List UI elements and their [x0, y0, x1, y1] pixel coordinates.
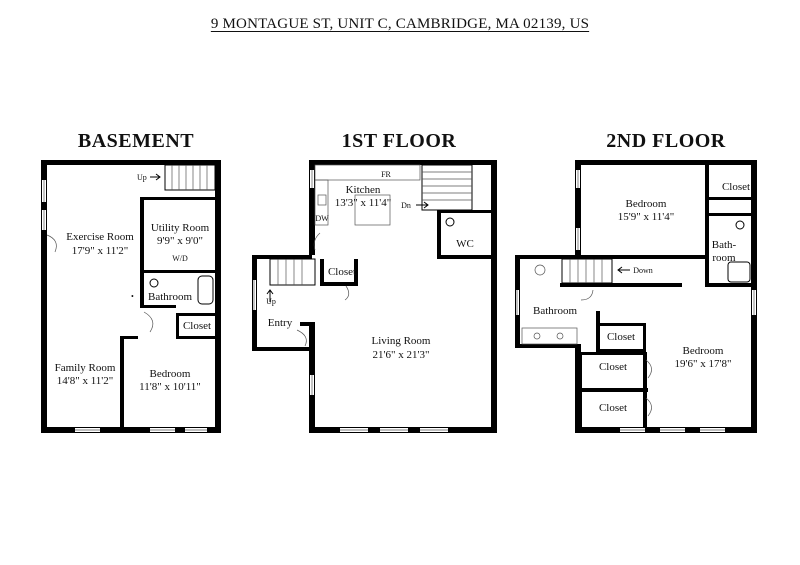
- basement-closet-label: Closet: [183, 320, 211, 332]
- second-floor-title: 2ND FLOOR: [606, 130, 726, 152]
- second-closet3-label: Closet: [599, 361, 627, 373]
- first-down-label: Dn: [401, 201, 411, 210]
- fridge-label: FR: [381, 170, 391, 179]
- second-bedroom2-dims: 19'6" x 17'8": [675, 358, 732, 370]
- first-closet-label: Closet: [328, 266, 356, 278]
- second-bedroom1-dims: 15'9" x 11'4": [618, 211, 675, 223]
- living-room-label: Living Room: [372, 335, 431, 347]
- wc-label: WC: [456, 238, 474, 250]
- second-bathroom-label: Bathroom: [533, 305, 577, 317]
- basement-dot: •: [131, 292, 134, 301]
- basement-plan: •: [41, 160, 221, 433]
- exercise-room-dims: 17'9" x 11'2": [72, 245, 129, 257]
- second-down-label: Down: [633, 266, 653, 275]
- second-floor-plan: [515, 160, 757, 433]
- first-floor-plan: [252, 160, 497, 433]
- entry-label: Entry: [268, 317, 293, 329]
- washer-dryer-label: W/D: [172, 254, 188, 263]
- family-room-dims: 14'8" x 11'2": [57, 375, 114, 387]
- second-bedroom2-label: Bedroom: [683, 345, 724, 357]
- second-bath1-label-line2: room: [712, 252, 736, 264]
- second-closet2-label: Closet: [607, 331, 635, 343]
- second-closet4-label: Closet: [599, 402, 627, 414]
- address-title: 9 MONTAGUE ST, UNIT C, CAMBRIDGE, MA 021…: [210, 16, 590, 32]
- basement-bedroom-label: Bedroom: [150, 368, 191, 380]
- second-closet1-label: Closet: [722, 181, 750, 193]
- basement-up-label: Up: [137, 173, 147, 182]
- first-floor-title: 1ST FLOOR: [341, 130, 457, 152]
- basement-bathroom-label: Bathroom: [148, 291, 192, 303]
- kitchen-dims: 13'3" x 11'4": [335, 197, 392, 209]
- utility-room-dims: 9'9" x 9'0": [157, 235, 203, 247]
- first-up-label: Up: [266, 297, 276, 306]
- exercise-room-label: Exercise Room: [66, 231, 134, 243]
- basement-bedroom-dims: 11'8" x 10'11": [139, 381, 201, 393]
- second-bath1-label-line1: Bath-: [712, 239, 737, 251]
- kitchen-label: Kitchen: [346, 184, 381, 196]
- living-room-dims: 21'6" x 21'3": [373, 349, 430, 361]
- family-room-label: Family Room: [55, 362, 116, 374]
- basement-title: BASEMENT: [77, 130, 195, 152]
- second-bedroom1-label: Bedroom: [626, 198, 667, 210]
- dishwasher-label: DW: [315, 214, 329, 223]
- utility-room-label: Utility Room: [151, 222, 210, 234]
